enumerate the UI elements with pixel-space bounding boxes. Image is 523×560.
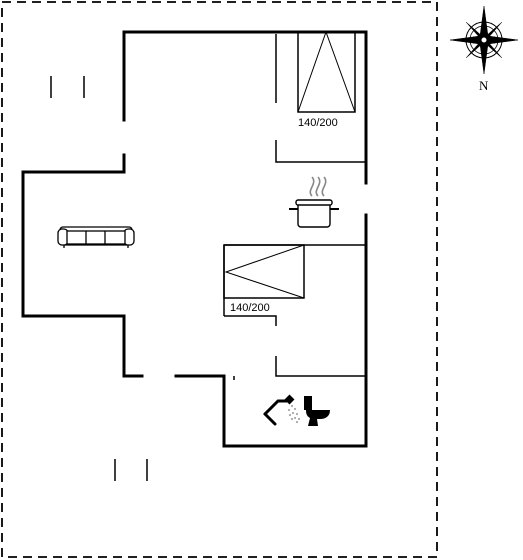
- bed-2: 140/200: [223, 244, 305, 314]
- plot-boundary: [1, 1, 438, 558]
- exterior-walls: [21, 30, 368, 448]
- compass-north-label: N: [479, 78, 489, 93]
- bed-1-size-label: 140/200: [298, 117, 338, 129]
- toilet-icon: [304, 396, 330, 426]
- compass-rose: N: [449, 5, 519, 93]
- exterior-markers: [50, 76, 148, 481]
- sofa-icon: [57, 226, 135, 248]
- bed-1: 140/200: [297, 30, 356, 129]
- shower-icon: [263, 394, 300, 426]
- interior-walls: [223, 34, 366, 380]
- cooking-pot-icon: [289, 176, 339, 228]
- bed-2-size-label: 140/200: [230, 302, 270, 314]
